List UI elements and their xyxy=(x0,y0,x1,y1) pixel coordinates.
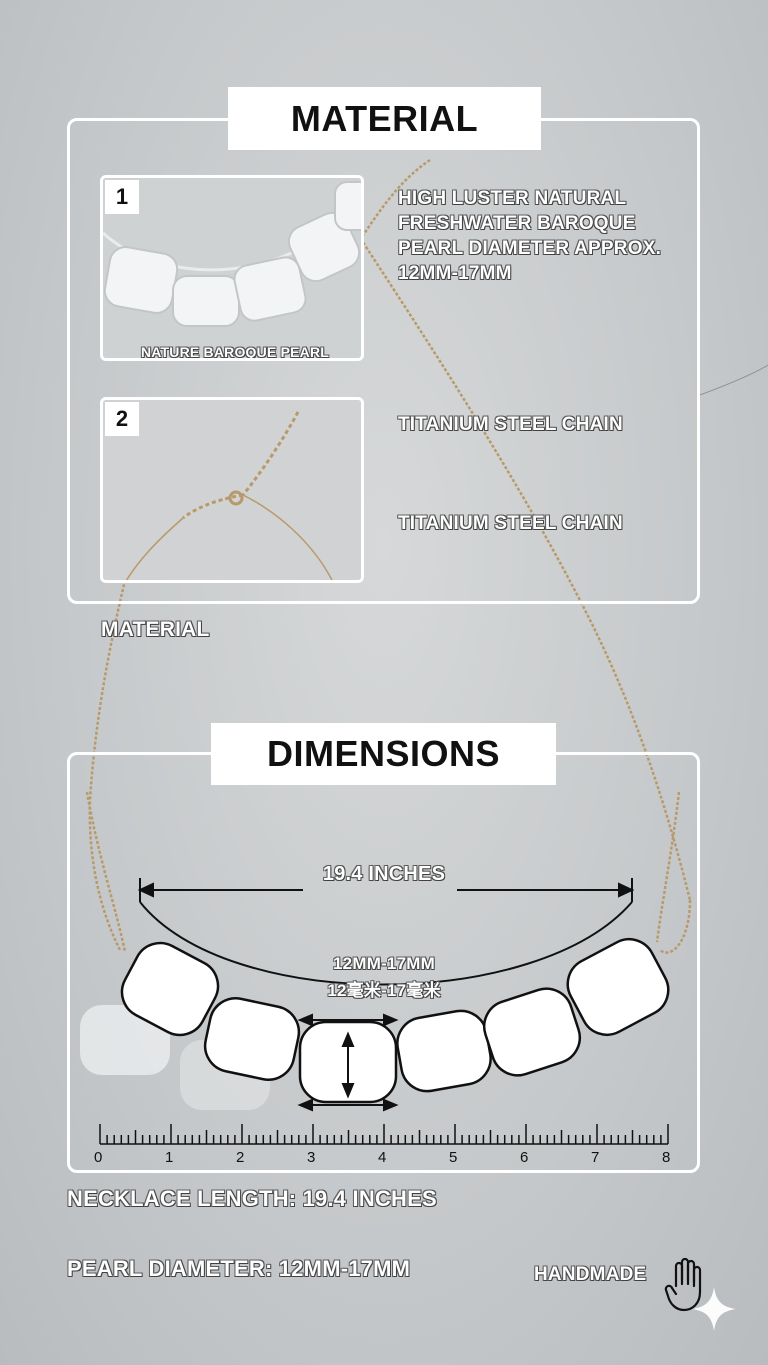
ruler-number-6: 6 xyxy=(520,1149,529,1166)
dimensions-diagram xyxy=(85,791,681,1145)
pearl-size-label: 12MM-17MM xyxy=(333,954,435,973)
pearl-size-label-cn: 12毫米-17毫米 xyxy=(327,981,441,1000)
pearl-caption: NATURE BAROQUE PEARL xyxy=(140,344,330,360)
handmade-label: HANDMADE xyxy=(534,1264,647,1285)
necklace-curve xyxy=(139,901,633,986)
chain-photo: 2 xyxy=(100,397,364,583)
pearl-size-arrows xyxy=(297,1013,399,1112)
ruler xyxy=(99,1124,669,1145)
item-number-1: 1 xyxy=(105,180,139,214)
item-number-2: 2 xyxy=(105,402,139,436)
chain-description-2: TITANIUM STEEL CHAIN xyxy=(398,513,623,534)
length-label: 19.4 INCHES xyxy=(322,863,446,885)
pearl-photo: 1 NATURE BAROQUE PEARL xyxy=(100,175,364,361)
length-arrow xyxy=(137,878,635,902)
ruler-number-4: 4 xyxy=(378,1149,387,1166)
chain-description-1: TITANIUM STEEL CHAIN xyxy=(398,414,623,435)
dimensions-title: DIMENSIONS xyxy=(211,723,556,785)
hand-icon xyxy=(664,1257,702,1312)
material-footer-label: MATERIAL xyxy=(101,618,210,641)
ruler-number-7: 7 xyxy=(591,1149,600,1166)
ruler-number-1: 1 xyxy=(165,1149,174,1166)
chain-illustration xyxy=(103,400,361,580)
pearl-diameter-spec: PEARL DIAMETER: 12MM-17MM xyxy=(67,1256,411,1281)
ruler-number-3: 3 xyxy=(307,1149,316,1166)
pearl-description: HIGH LUSTER NATURAL FRESHWATER BAROQUE P… xyxy=(398,188,662,284)
ruler-number-8: 8 xyxy=(662,1149,671,1166)
sparkle-icon xyxy=(692,1287,736,1331)
necklace-length-spec: NECKLACE LENGTH: 19.4 INCHES xyxy=(67,1186,437,1211)
material-title: MATERIAL xyxy=(228,87,541,150)
pearl-shapes xyxy=(120,937,670,1104)
ruler-number-5: 5 xyxy=(449,1149,458,1166)
ruler-number-2: 2 xyxy=(236,1149,245,1166)
pearl-illustration xyxy=(103,178,361,358)
ruler-number-0: 0 xyxy=(94,1149,103,1166)
